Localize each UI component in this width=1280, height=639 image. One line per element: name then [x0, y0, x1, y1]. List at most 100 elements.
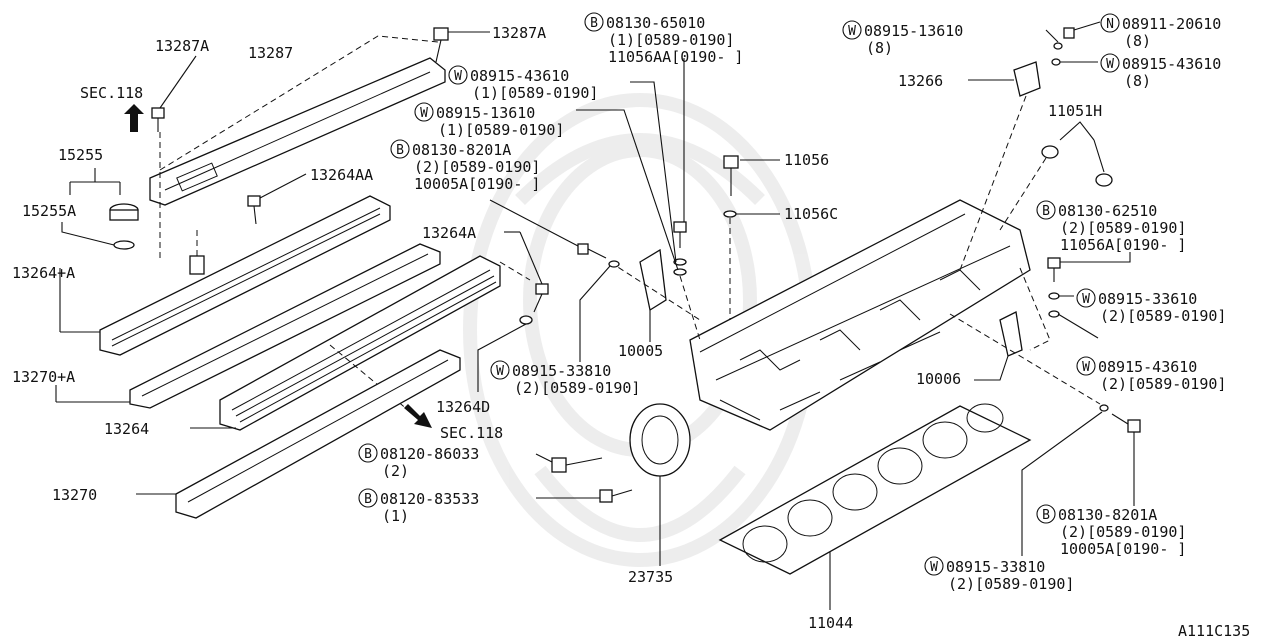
callout-prefix: W — [1082, 292, 1090, 307]
label-10005[interactable]: 10005 — [618, 342, 663, 360]
callout-extra: 10005A[0190- ] — [414, 175, 540, 193]
bracket-10005[interactable] — [609, 248, 701, 342]
label-13264-plus-A[interactable]: 13264+A — [12, 264, 75, 282]
label-23735[interactable]: 23735 — [628, 568, 673, 586]
callout-prefix: W — [454, 69, 462, 84]
label-13264AA[interactable]: 13264AA — [310, 166, 373, 184]
label-sec118-mid[interactable]: SEC.118 — [440, 424, 503, 442]
bolt-13287A-top[interactable] — [433, 27, 490, 63]
gasket-13270[interactable] — [136, 349, 461, 519]
rocker-cover-13264A[interactable] — [59, 195, 391, 356]
callout-w-08915-43610[interactable]: W 08915-43610(1)[0589-0190] — [448, 65, 598, 102]
bolt-13264A[interactable] — [504, 231, 549, 313]
callout-prefix-badge — [924, 556, 944, 576]
callout-code: 08130-8201A — [412, 141, 511, 159]
callout-qty: (2)[0589-0190] — [1060, 219, 1186, 237]
callout-prefix-badge — [1036, 200, 1056, 220]
callout-prefix-badge — [390, 139, 410, 159]
callout-qty: (8) — [1124, 32, 1151, 50]
oil-cap-15255[interactable] — [61, 168, 139, 250]
callout-qty: (2)[0589-0190] — [1100, 375, 1226, 393]
grommet-13264D[interactable] — [477, 315, 533, 392]
label-11056C[interactable]: 11056C — [784, 205, 838, 223]
callout-prefix-badge — [1100, 13, 1120, 33]
label-13287[interactable]: 13287 — [248, 44, 293, 62]
callout-extra: 10005A[0190- ] — [1060, 540, 1186, 558]
callout-qty: (1) — [382, 507, 409, 525]
label-11044[interactable]: 11044 — [808, 614, 853, 632]
head-gasket-11044[interactable] — [718, 403, 1032, 610]
callout-extra: 11056A[0190- ] — [1060, 236, 1186, 254]
callout-qty: (8) — [866, 39, 893, 57]
callout-prefix-badge — [842, 20, 862, 40]
callout-code: 08915-43610 — [1122, 55, 1221, 73]
label-13287A-top[interactable]: 13287A — [492, 24, 546, 42]
callout-prefix-badge — [584, 12, 604, 32]
callout-prefix-badge — [1100, 53, 1120, 73]
bolt-08120-86033[interactable] — [535, 453, 603, 473]
label-13266[interactable]: 13266 — [898, 72, 943, 90]
bolt-08120-83533[interactable] — [536, 489, 633, 503]
callout-code: 08915-43610 — [470, 67, 569, 85]
label-13287A-left[interactable]: 13287A — [155, 37, 209, 55]
label-13264A[interactable]: 13264A — [422, 224, 476, 242]
callout-prefix-badge — [414, 102, 434, 122]
bolt-11056A[interactable] — [1019, 252, 1131, 351]
bolt-11056AA[interactable] — [576, 58, 701, 341]
bolt-11056[interactable] — [723, 155, 780, 320]
label-11056[interactable]: 11056 — [784, 151, 829, 169]
callout-qty: (1)[0589-0190] — [472, 84, 598, 102]
callout-code: 08915-13610 — [864, 22, 963, 40]
label-13264[interactable]: 13264 — [104, 420, 149, 438]
bracket-13266[interactable] — [959, 21, 1101, 271]
callout-prefix-badge — [448, 65, 468, 85]
rocker-cover-13264[interactable] — [190, 255, 531, 431]
callout-w-08915-43610[interactable]: W 08915-43610(2)[0589-0190] — [1076, 356, 1226, 393]
bolt-10005A[interactable] — [489, 199, 607, 259]
label-13270[interactable]: 13270 — [52, 486, 97, 504]
label-15255A[interactable]: 15255A — [22, 202, 76, 220]
callout-prefix-badge — [1076, 288, 1096, 308]
label-sec118-top[interactable]: SEC.118 — [80, 84, 143, 102]
callout-prefix: B — [364, 492, 372, 507]
arrow-sec118-down-icon — [404, 404, 432, 428]
callout-prefix: N — [1106, 17, 1114, 32]
rocker-cover-top-13287[interactable] — [149, 35, 446, 206]
gasket-13270A[interactable] — [55, 243, 441, 409]
callout-code: 08915-43610 — [1098, 358, 1197, 376]
bolt-13264AA[interactable] — [247, 173, 307, 225]
bolt-13287A-left[interactable] — [151, 55, 197, 262]
cylinder-head[interactable] — [689, 199, 1031, 431]
bolt-10005A-right[interactable] — [1021, 404, 1141, 556]
label-13264D[interactable]: 13264D — [436, 398, 490, 416]
callout-qty: (2)[0589-0190] — [1100, 307, 1226, 325]
callout-prefix: W — [1082, 360, 1090, 375]
callout-code: 08130-8201A — [1058, 506, 1157, 524]
callout-extra: 11056AA[0190- ] — [608, 48, 743, 66]
label-11051H[interactable]: 11051H — [1048, 102, 1102, 120]
label-15255[interactable]: 15255 — [58, 146, 103, 164]
label-13270-plus-A[interactable]: 13270+A — [12, 368, 75, 386]
callout-prefix: W — [1106, 57, 1114, 72]
figure-id: A111C135 — [1178, 622, 1250, 639]
arrow-sec118-up-icon — [124, 104, 144, 132]
bracket-10006[interactable] — [949, 311, 1101, 405]
plug-11051H[interactable] — [999, 121, 1113, 231]
label-10006[interactable]: 10006 — [916, 370, 961, 388]
washer-08915-33810[interactable] — [579, 260, 620, 362]
seal-housing-23735[interactable] — [629, 403, 691, 566]
